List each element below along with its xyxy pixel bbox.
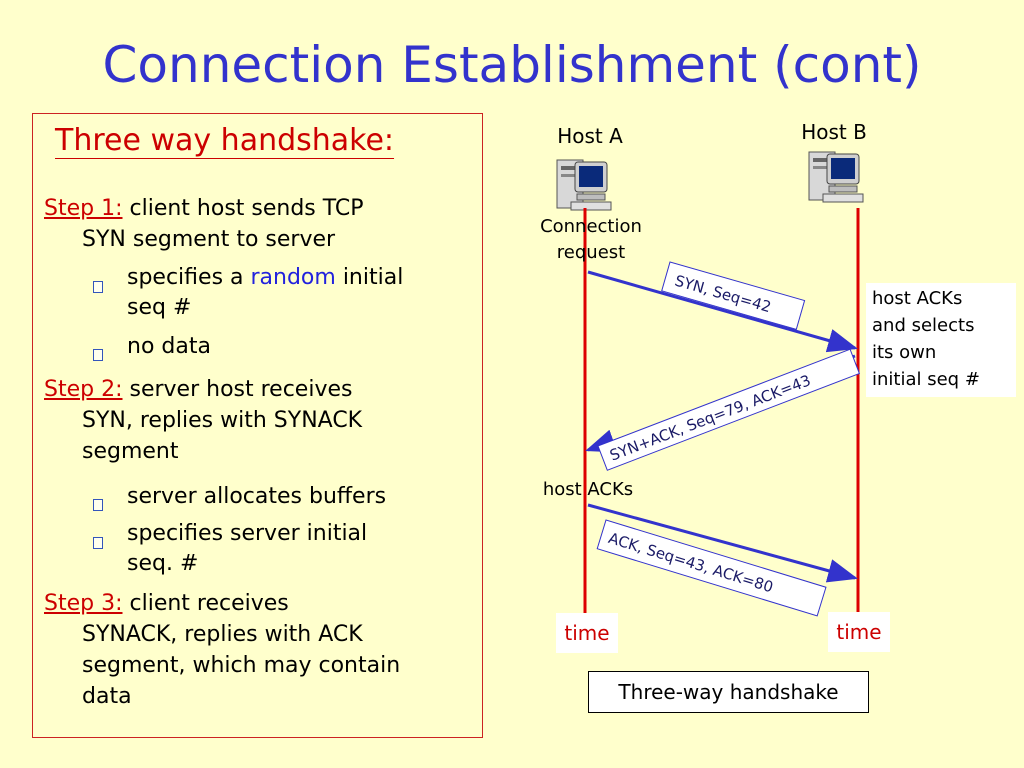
- bullet-box-icon: [93, 281, 103, 293]
- step3-block: Step 3: client receives SYNACK, replies …: [44, 588, 474, 712]
- step3-label: Step 3:: [44, 591, 123, 616]
- step3-text-b: SYNACK, replies with ACK: [82, 622, 363, 647]
- host-acks-label: host ACKs: [542, 479, 634, 500]
- step1-bullet1-random: random: [250, 265, 336, 290]
- step1-block: Step 1: client host sends TCP SYN segmen…: [44, 193, 474, 255]
- step2-bullet2-line2: seq. #: [127, 551, 199, 576]
- bullet-box-icon: [93, 537, 103, 549]
- connection-request-line2: request: [556, 242, 626, 263]
- computer-icon: [808, 151, 864, 203]
- host-b-note: host ACKs and selects its own initial se…: [866, 283, 1016, 397]
- step2-text-c: segment: [82, 439, 179, 464]
- step2-bullet1: server allocates buffers: [127, 484, 387, 509]
- panel-heading: Three way handshake:: [55, 123, 395, 158]
- ack-arrow: [587, 503, 858, 583]
- step2-block: Step 2: server host receives SYN, replie…: [44, 374, 474, 467]
- step1-bullet1-line2: seq #: [127, 295, 192, 320]
- step1-bullet1-post: initial: [335, 265, 404, 290]
- time-label-b: time: [828, 612, 890, 652]
- step3-text-c: segment, which may contain: [82, 653, 401, 678]
- syn-arrow: [587, 270, 858, 353]
- step1-text-b: SYN segment to server: [82, 227, 336, 252]
- connection-request-label: Connection request: [526, 214, 656, 266]
- step2-text-a: server host receives: [122, 377, 353, 402]
- host-a-label: Host A: [557, 124, 623, 148]
- description-panel: [32, 113, 483, 738]
- step3-text-a: client receives: [122, 591, 289, 616]
- step2-label: Step 2:: [44, 377, 123, 402]
- connection-request-line1: Connection: [540, 216, 642, 237]
- host-b-note-line2: and selects: [872, 315, 975, 336]
- step1-text-a: client host sends TCP: [122, 196, 364, 221]
- ack-label: ACK, Seq=43, ACK=80: [606, 529, 775, 596]
- host-b-note-line4: initial seq #: [872, 369, 980, 390]
- host-b-label: Host B: [801, 120, 867, 144]
- syn-label-box: SYN, Seq=42: [661, 261, 806, 331]
- computer-icon: [556, 159, 612, 211]
- step3-text-d: data: [82, 684, 132, 709]
- synack-label-box: SYN+ACK, Seq=79, ACK=43: [597, 348, 861, 471]
- host-b-note-line1: host ACKs: [872, 288, 963, 309]
- step1-label: Step 1:: [44, 196, 123, 221]
- bullet-box-icon: [93, 349, 103, 361]
- step2-bullet2-line1: specifies server initial: [127, 521, 368, 546]
- step2-text-b: SYN, replies with SYNACK: [82, 408, 363, 433]
- bullet-box-icon: [93, 499, 103, 511]
- page-title: Connection Establishment (cont): [102, 36, 922, 94]
- diagram-caption: Three-way handshake: [588, 671, 869, 713]
- time-label-a: time: [556, 613, 618, 653]
- ack-label-box: ACK, Seq=43, ACK=80: [596, 519, 827, 617]
- step1-bullet2: no data: [127, 334, 211, 359]
- step1-bullet1: specifies a random initial seq #: [127, 263, 467, 323]
- step1-bullet1-pre: specifies a: [127, 265, 251, 290]
- step2-bullet2: specifies server initial seq. #: [127, 519, 467, 579]
- host-b-note-line3: its own: [872, 342, 937, 363]
- synack-label: SYN+ACK, Seq=79, ACK=43: [607, 371, 813, 464]
